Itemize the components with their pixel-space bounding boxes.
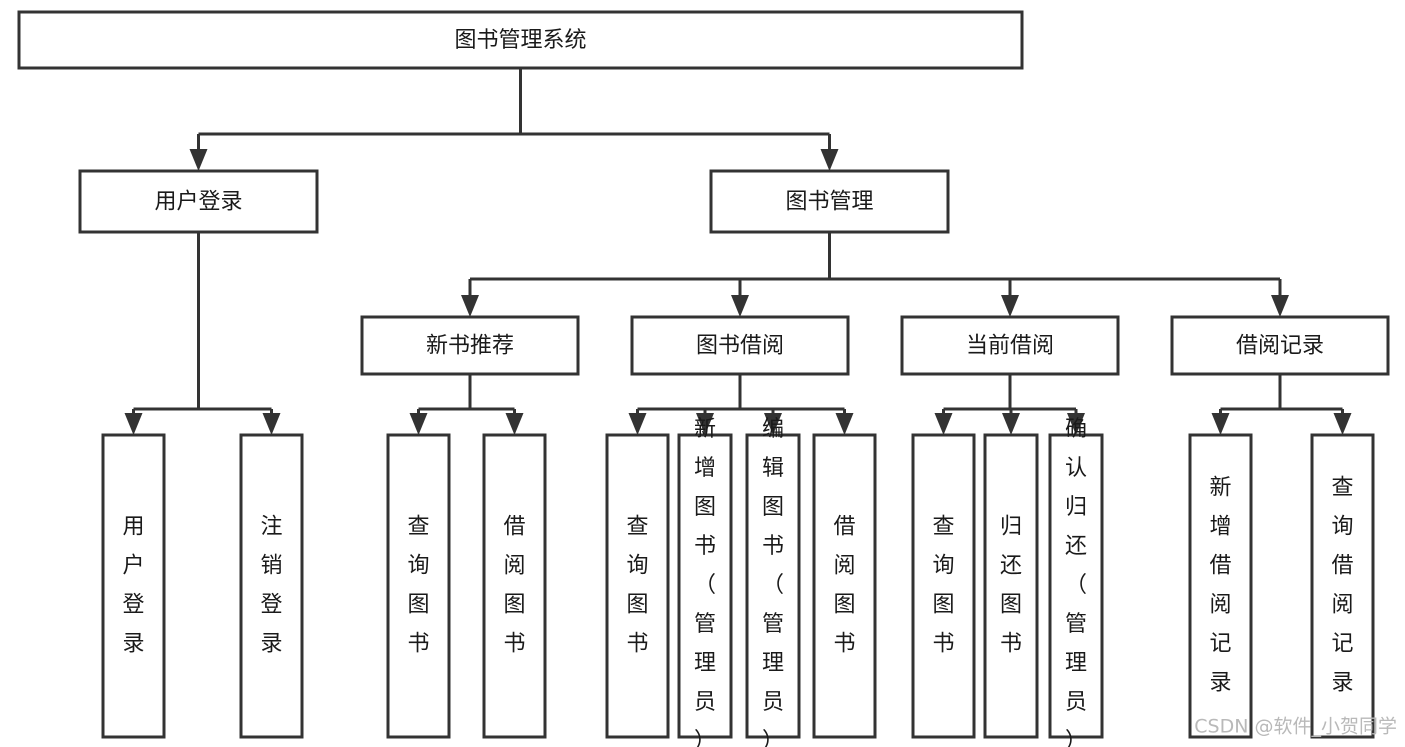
node-box	[360, 315, 580, 376]
node-user-logout[interactable]: 注销登录	[239, 433, 304, 739]
node-label: 借阅图书	[503, 515, 525, 657]
nodes-layer: 图书管理系统用户登录用户登录注销登录图书管理新书推荐查询图书借阅图书图书借阅查询…	[17, 10, 1390, 747]
node-label: 图书管理	[785, 190, 873, 215]
arrow-head-icon	[189, 149, 208, 171]
node-current-borrow[interactable]: 当前借阅	[900, 315, 1120, 376]
arrow-head-icon	[1001, 295, 1019, 317]
arrow-head-icon	[1271, 295, 1289, 317]
node-label: 新书推荐	[426, 334, 514, 359]
node-label: 新增图书（管理员）	[694, 417, 716, 747]
node-label: 查询借阅记录	[1331, 476, 1353, 696]
node-label: 用户登录	[154, 190, 242, 215]
arrow-head-icon	[124, 413, 143, 435]
node-book-borrow[interactable]: 图书借阅	[630, 315, 850, 376]
node-label: 归还图书	[1000, 515, 1022, 657]
arrow-head-icon	[835, 413, 854, 435]
node-box	[101, 433, 166, 739]
node-label: 注销登录	[260, 515, 282, 657]
node-box	[1310, 433, 1375, 739]
node-box	[812, 433, 877, 739]
node-label: 借阅图书	[833, 515, 855, 657]
arrow-head-icon	[461, 295, 479, 317]
node-current-query-book[interactable]: 查询图书	[911, 433, 976, 739]
node-box	[709, 169, 950, 234]
arrow-head-icon	[1002, 413, 1020, 435]
node-box	[78, 169, 319, 234]
arrow-head-icon	[409, 413, 428, 435]
node-new-book-recommend[interactable]: 新书推荐	[360, 315, 580, 376]
node-label: 图书借阅	[696, 334, 784, 359]
node-label: 查询图书	[932, 515, 954, 657]
node-current-return-book[interactable]: 归还图书	[983, 433, 1039, 739]
node-box	[630, 315, 850, 376]
node-borrow-borrow-book[interactable]: 借阅图书	[812, 433, 877, 739]
node-box	[17, 10, 1024, 70]
watermark-label: CSDN @软件_小贺同学	[1194, 716, 1397, 738]
arrow-head-icon	[505, 413, 524, 435]
arrow-head-icon	[764, 413, 782, 435]
node-box	[1188, 433, 1253, 739]
arrow-head-icon	[1211, 413, 1230, 435]
node-box	[677, 433, 733, 739]
node-user-login[interactable]: 用户登录	[78, 169, 319, 234]
arrow-head-icon	[820, 149, 839, 171]
node-user-login-do[interactable]: 用户登录	[101, 433, 166, 739]
arrow-head-icon	[628, 413, 647, 435]
node-box	[983, 433, 1039, 739]
connectors-layer	[124, 68, 1352, 435]
arrow-head-icon	[934, 413, 953, 435]
node-label: 用户登录	[122, 515, 144, 657]
node-box	[745, 433, 801, 739]
node-label: 确认归还（管理员）	[1065, 417, 1087, 747]
node-borrow-query-book[interactable]: 查询图书	[605, 433, 670, 739]
node-box	[482, 433, 547, 739]
node-recommend-borrow-book[interactable]: 借阅图书	[482, 433, 547, 739]
arrow-head-icon	[696, 413, 714, 435]
node-label: 编辑图书（管理员）	[762, 417, 784, 747]
node-records-query[interactable]: 查询借阅记录	[1310, 433, 1375, 739]
node-box	[386, 433, 451, 739]
arrow-head-icon	[1067, 413, 1085, 435]
node-label: 查询图书	[626, 515, 648, 657]
node-box	[605, 433, 670, 739]
node-box	[900, 315, 1120, 376]
node-borrow-add-book[interactable]: 新增图书（管理员）	[677, 417, 733, 747]
node-box	[911, 433, 976, 739]
node-label: 当前借阅	[966, 334, 1054, 359]
node-recommend-query-book[interactable]: 查询图书	[386, 433, 451, 739]
node-label: 图书管理系统	[454, 28, 586, 53]
node-label: 新增借阅记录	[1209, 476, 1231, 696]
node-label: 查询图书	[407, 515, 429, 657]
arrow-head-icon	[1333, 413, 1352, 435]
node-box	[1048, 433, 1104, 739]
node-root[interactable]: 图书管理系统	[17, 10, 1024, 70]
node-book-management[interactable]: 图书管理	[709, 169, 950, 234]
node-box	[239, 433, 304, 739]
arrow-head-icon	[262, 413, 281, 435]
node-borrow-records[interactable]: 借阅记录	[1170, 315, 1390, 376]
node-label: 借阅记录	[1236, 334, 1324, 359]
node-current-confirm-return[interactable]: 确认归还（管理员）	[1048, 417, 1104, 747]
node-box	[1170, 315, 1390, 376]
node-records-add[interactable]: 新增借阅记录	[1188, 433, 1253, 739]
arrow-head-icon	[731, 295, 749, 317]
node-borrow-edit-book[interactable]: 编辑图书（管理员）	[745, 417, 801, 747]
